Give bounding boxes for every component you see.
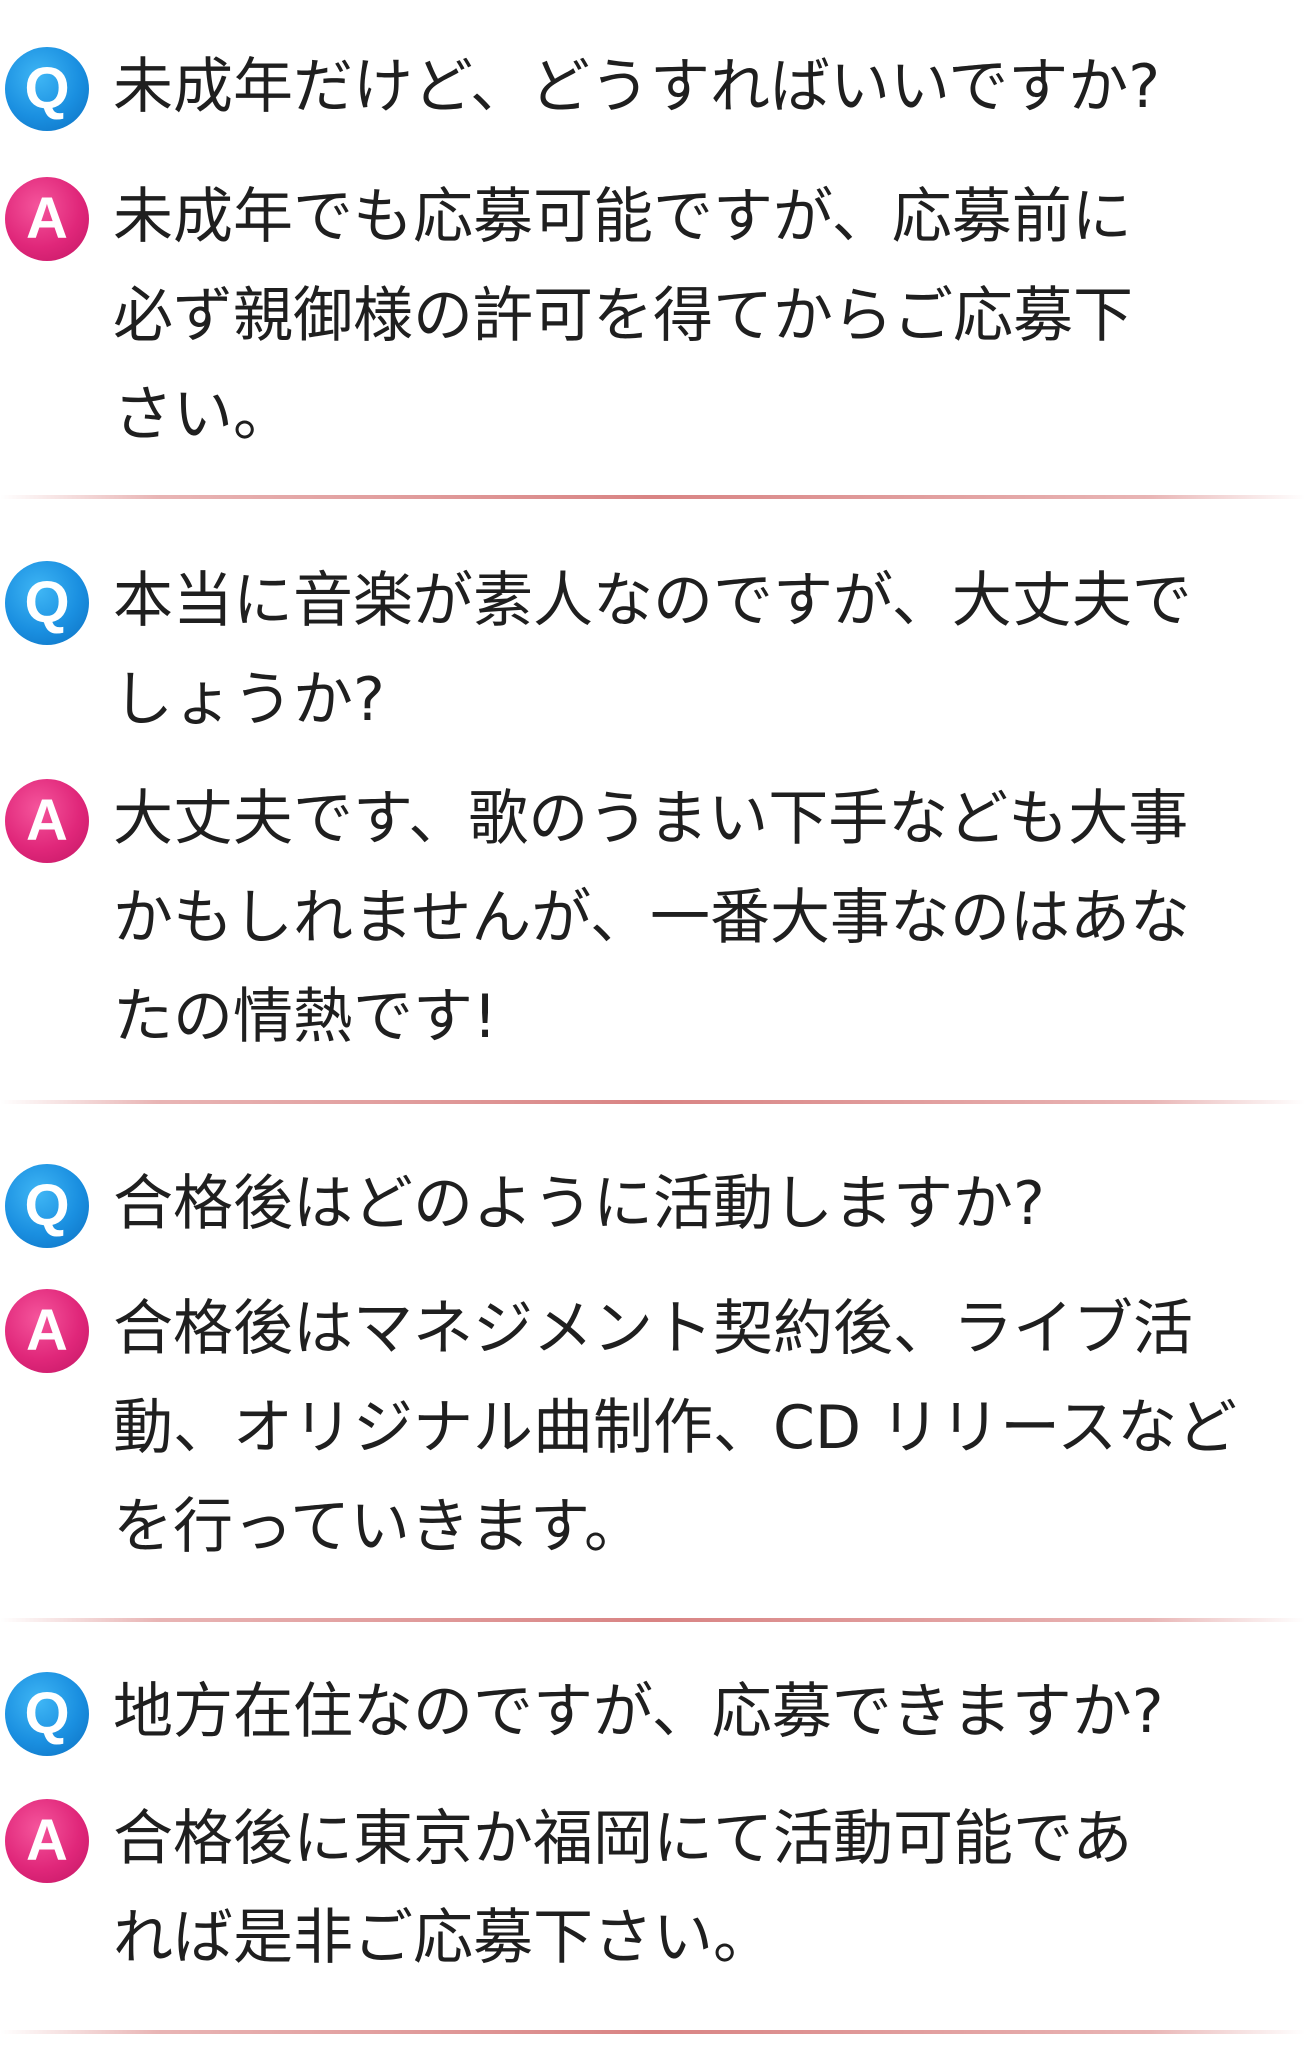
q-badge-icon: Q (5, 561, 89, 645)
faq-divider (0, 1100, 1305, 1104)
answer-text: 合格後はマネジメント契約後、ライブ活 動、オリジナル曲制作、CD リリースなど … (113, 1294, 1238, 1562)
answer-text: 大丈夫です、歌のうまい下手なども大事 かもしれませんが、一番大事なのはあな たの… (113, 784, 1190, 1052)
q-badge-icon: Q (5, 1672, 89, 1756)
answer-text: 合格後に東京か福岡にて活動可能であ れば是非ご応募下さい。 (113, 1804, 1133, 1973)
faq-divider (0, 495, 1305, 499)
q-badge-icon: Q (5, 47, 89, 131)
question-text: 合格後はどのように活動しますか? (113, 1169, 1045, 1239)
q-badge-icon: Q (5, 1164, 89, 1248)
question-text: 地方在住なのですが、応募できますか? (113, 1677, 1164, 1747)
question-text: 未成年だけど、どうすればいいですか? (113, 52, 1161, 122)
a-badge-icon: A (5, 779, 89, 863)
faq-divider (0, 2030, 1305, 2034)
question-text: 本当に音楽が素人なのですが、大丈夫で しょうか? (113, 566, 1192, 735)
a-badge-icon: A (5, 1289, 89, 1373)
a-badge-icon: A (5, 1799, 89, 1883)
answer-text: 未成年でも応募可能ですが、応募前に 必ず親御様の許可を得てからご応募下 さい。 (113, 182, 1133, 450)
a-badge-icon: A (5, 177, 89, 261)
faq-divider (0, 1618, 1305, 1622)
